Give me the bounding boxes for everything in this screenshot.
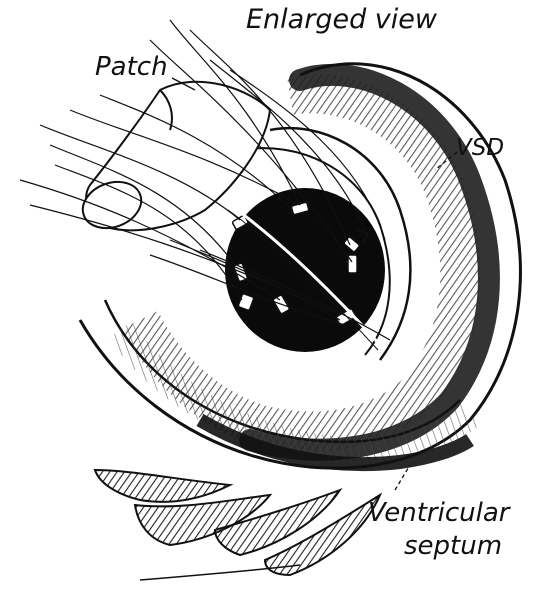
ventricular-septum-label-line1: Ventricular	[368, 500, 509, 527]
figure-title: Enlarged view	[246, 6, 437, 34]
trabeculation-1	[95, 470, 230, 502]
ventricular-septum-label-line2: septum	[404, 533, 502, 560]
patch-label: Patch	[95, 54, 168, 81]
vsd-label: VSD	[456, 136, 504, 160]
